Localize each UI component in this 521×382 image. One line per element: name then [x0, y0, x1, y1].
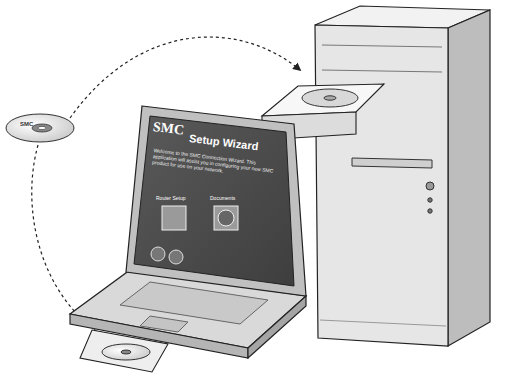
laptop-screen [134, 116, 294, 286]
cd-hub [32, 124, 52, 132]
laptop-lid [126, 106, 306, 296]
dashed-arrow [70, 37, 300, 118]
power-button [426, 182, 434, 190]
cd-disc [6, 114, 74, 142]
tray-recess [302, 89, 358, 107]
floppy-slot [352, 158, 432, 168]
disc-label: SMC [20, 121, 50, 128]
screen-label: Router Setup [156, 196, 196, 202]
indicator-light [428, 198, 432, 202]
screen-button [151, 247, 165, 261]
documents-icon [214, 206, 238, 230]
screen-label: Documents [210, 196, 250, 202]
screen-button [169, 250, 183, 264]
tower-base-line [320, 320, 446, 326]
router-icon [162, 206, 186, 230]
tower-side [448, 10, 490, 346]
cd-hole [38, 126, 46, 129]
drive-bay [322, 45, 442, 47]
drive-bay [322, 70, 442, 72]
indicator-light [428, 209, 432, 213]
tower-front [315, 25, 448, 346]
touchpad [140, 316, 188, 332]
cd-tray [262, 84, 384, 116]
documents-icon-art [218, 210, 234, 226]
cd-in-tray [102, 344, 150, 360]
cd-hub [121, 350, 131, 354]
laptop-cd-tray [80, 330, 168, 372]
tray-spindle [324, 96, 336, 100]
